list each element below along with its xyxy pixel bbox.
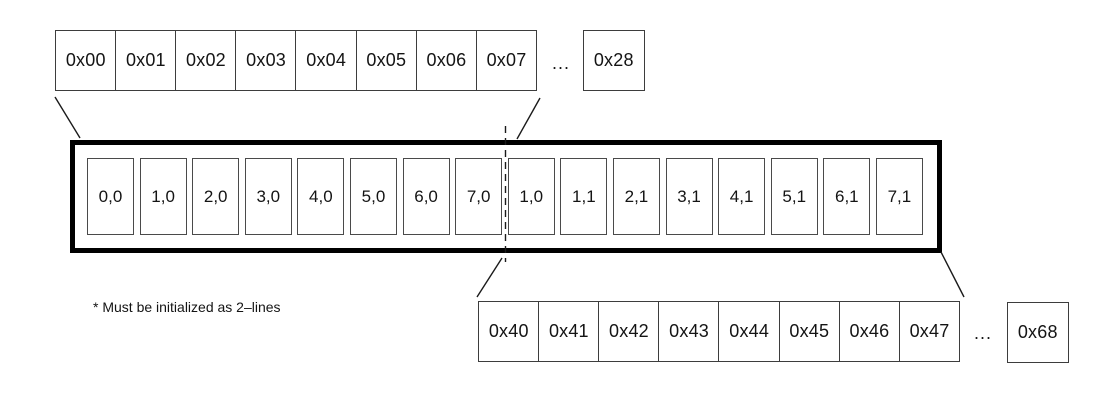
buffer-cell: 7,1 xyxy=(875,158,923,235)
buffer-cell: 4,1 xyxy=(718,158,766,235)
note-text: * Must be initialized as 2–lines xyxy=(93,299,281,315)
buffer-cell: 3,1 xyxy=(665,158,713,235)
ellipsis: ... xyxy=(551,53,570,73)
buffer-cell: 1,0 xyxy=(139,158,187,235)
lower-address-row: 0x40 0x41 0x42 0x43 0x44 0x45 0x46 0x47 xyxy=(478,301,961,362)
buffer-cell: 2,0 xyxy=(192,158,240,235)
address-cell: 0x42 xyxy=(598,301,660,362)
address-cell: 0x43 xyxy=(658,301,720,362)
two-line-buffer-box: 0,0 1,0 2,0 3,0 4,0 5,0 6,0 7,0 1,0 1,1 … xyxy=(70,140,942,253)
address-cell: 0x03 xyxy=(235,30,297,91)
buffer-cell: 2,1 xyxy=(612,158,660,235)
buffer-cell: 6,1 xyxy=(823,158,871,235)
address-cell: 0x46 xyxy=(838,301,901,362)
buffer-cell: 6,0 xyxy=(402,158,450,235)
buffer-cell: 7,0 xyxy=(455,158,503,235)
connector-line xyxy=(476,257,503,298)
address-cell: 0x28 xyxy=(583,30,645,91)
address-cell: 0x06 xyxy=(415,30,478,91)
buffer-cell: 0,0 xyxy=(87,158,134,235)
address-cell: 0x04 xyxy=(295,30,357,91)
buffer-cell: 1,0 xyxy=(507,158,555,235)
connector-line xyxy=(516,97,541,140)
connector-line xyxy=(54,96,81,139)
connector-line xyxy=(940,251,965,298)
address-cell: 0x05 xyxy=(355,30,418,91)
upper-address-row: 0x00 0x01 0x02 0x03 0x04 0x05 0x06 0x07 xyxy=(55,30,538,91)
address-cell: 0x02 xyxy=(175,30,237,91)
address-cell: 0x68 xyxy=(1007,302,1069,363)
ellipsis: ... xyxy=(973,323,992,343)
address-cell: 0x01 xyxy=(115,30,177,91)
buffer-cell: 1,1 xyxy=(560,158,608,235)
buffer-cell: 4,0 xyxy=(297,158,345,235)
address-cell: 0x00 xyxy=(55,30,117,91)
buffer-cell: 5,1 xyxy=(770,158,818,235)
buffer-cell: 3,0 xyxy=(244,158,292,235)
buffer-cell: 5,0 xyxy=(349,158,397,235)
address-cell: 0x45 xyxy=(778,301,841,362)
address-cell: 0x47 xyxy=(898,301,961,362)
address-cell: 0x40 xyxy=(478,301,540,362)
address-cell: 0x44 xyxy=(718,301,780,362)
address-cell: 0x41 xyxy=(538,301,600,362)
address-cell: 0x07 xyxy=(475,30,538,91)
